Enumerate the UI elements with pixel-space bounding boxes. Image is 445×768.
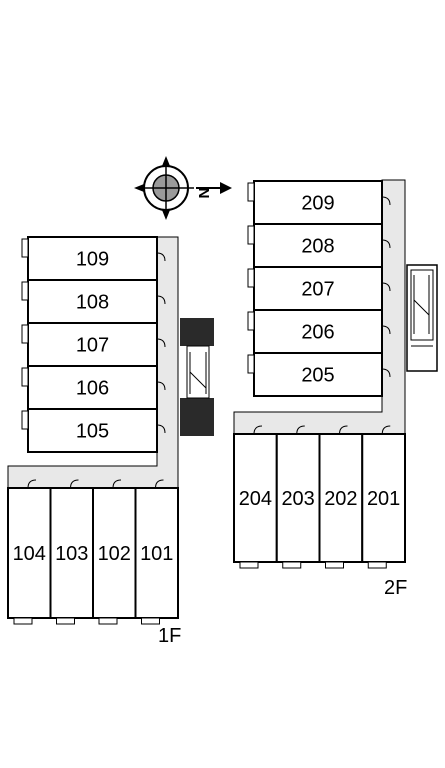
door-swing-icon bbox=[156, 424, 166, 434]
floor-label-1f: 1F bbox=[158, 625, 181, 647]
room-number-label: 204 bbox=[239, 488, 272, 510]
room-208 bbox=[253, 223, 383, 268]
window-icon bbox=[141, 617, 160, 625]
door-swing-icon bbox=[296, 425, 305, 435]
window-icon bbox=[21, 238, 29, 258]
window-icon bbox=[21, 410, 29, 430]
window-icon bbox=[247, 354, 255, 374]
staircase-1f bbox=[180, 318, 214, 436]
door-swing-icon bbox=[381, 282, 391, 292]
room-104 bbox=[7, 487, 52, 619]
room-number-label: 103 bbox=[55, 543, 88, 565]
door-swing-icon bbox=[155, 479, 164, 489]
window-icon bbox=[21, 324, 29, 344]
room-number-label: 203 bbox=[281, 488, 314, 510]
first-floor-plan: 109 108 107 106 105 104 103 102 101 1F bbox=[7, 236, 214, 647]
room-number-label: 108 bbox=[76, 292, 109, 314]
door-swing-icon bbox=[381, 239, 391, 249]
room-number-label: 107 bbox=[76, 335, 109, 357]
door-swing-icon bbox=[156, 381, 166, 391]
second-floor-plan: 209 208 207 206 205 204 203 202 201 2F bbox=[233, 179, 438, 599]
floor-label-2f: 2F bbox=[384, 577, 407, 599]
room-number-label: 207 bbox=[301, 279, 334, 301]
door-swing-icon bbox=[156, 252, 166, 262]
door-swing-icon bbox=[27, 479, 37, 489]
compass-north-label: N bbox=[195, 188, 212, 199]
room-106 bbox=[27, 365, 158, 410]
room-105 bbox=[27, 408, 158, 453]
room-number-label: 201 bbox=[367, 488, 400, 510]
door-swing-icon bbox=[253, 425, 263, 435]
door-swing-icon bbox=[381, 325, 391, 335]
staircase-2f bbox=[406, 264, 438, 372]
door-swing-icon bbox=[381, 196, 391, 206]
window-icon bbox=[367, 561, 387, 569]
room-number-label: 202 bbox=[324, 488, 357, 510]
room-207 bbox=[253, 266, 383, 311]
window-icon bbox=[21, 281, 29, 301]
door-swing-icon bbox=[112, 479, 122, 489]
window-icon bbox=[56, 617, 75, 625]
room-number-label: 104 bbox=[13, 543, 46, 565]
door-swing-icon bbox=[70, 479, 79, 489]
room-101 bbox=[134, 487, 179, 619]
room-number-label: 206 bbox=[301, 322, 334, 344]
room-number-label: 106 bbox=[76, 378, 109, 400]
window-icon bbox=[21, 367, 29, 387]
room-108 bbox=[27, 279, 158, 324]
room-number-label: 102 bbox=[98, 543, 131, 565]
window-icon bbox=[247, 225, 255, 245]
window-icon bbox=[325, 561, 344, 569]
door-swing-icon bbox=[381, 368, 391, 378]
room-203 bbox=[275, 433, 321, 563]
room-number-label: 205 bbox=[301, 365, 334, 387]
door-swing-icon bbox=[156, 295, 166, 305]
window-icon bbox=[239, 561, 259, 569]
window-icon bbox=[247, 268, 255, 288]
window-icon bbox=[282, 561, 302, 569]
room-209 bbox=[253, 180, 383, 225]
room-number-label: 209 bbox=[301, 193, 334, 215]
door-swing-icon bbox=[156, 338, 166, 348]
room-205 bbox=[253, 352, 383, 397]
window-icon bbox=[247, 182, 255, 202]
room-number-label: 101 bbox=[140, 543, 173, 565]
window-icon bbox=[98, 617, 118, 625]
door-swing-icon bbox=[339, 425, 348, 435]
door-swing-icon bbox=[381, 425, 391, 435]
room-201 bbox=[361, 433, 406, 563]
room-number-label: 105 bbox=[76, 421, 109, 443]
room-number-label: 208 bbox=[301, 236, 334, 258]
window-icon bbox=[13, 617, 33, 625]
window-icon bbox=[247, 311, 255, 331]
compass-rose-icon bbox=[134, 156, 232, 220]
room-number-label: 109 bbox=[76, 249, 109, 271]
room-107 bbox=[27, 322, 158, 367]
room-206 bbox=[253, 309, 383, 354]
room-202 bbox=[318, 433, 364, 563]
room-109 bbox=[27, 236, 158, 281]
